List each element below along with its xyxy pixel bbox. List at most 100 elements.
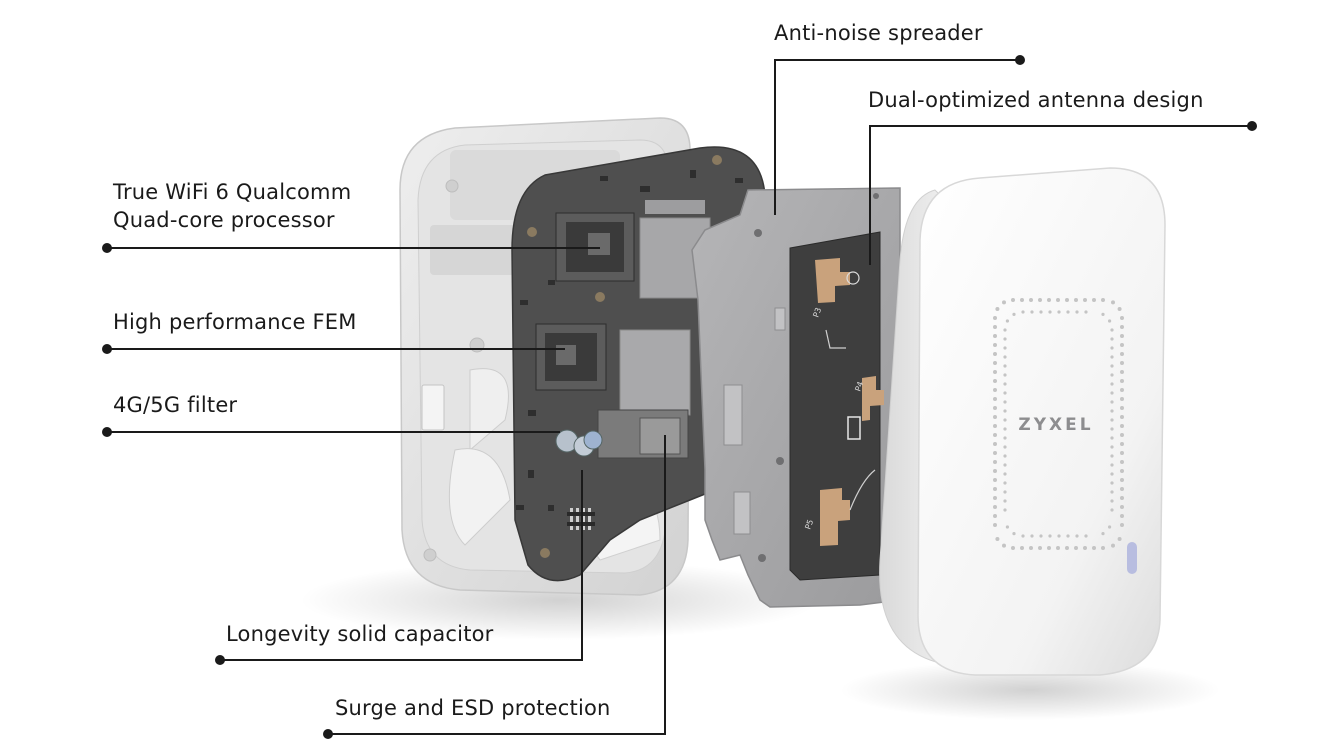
status-led <box>1127 542 1137 574</box>
led-dot <box>993 460 997 464</box>
led-dot <box>1038 298 1042 302</box>
led-dot <box>1110 481 1114 485</box>
led-dot <box>1110 490 1114 494</box>
led-dot <box>1110 328 1114 332</box>
leader-dot <box>1015 55 1025 65</box>
led-dot <box>1003 400 1007 404</box>
led-dot <box>1047 298 1051 302</box>
led-dot <box>1074 298 1078 302</box>
leader-line-capacitor <box>220 470 583 661</box>
callout-capacitor: Longevity solid capacitor <box>226 622 494 646</box>
led-dot <box>993 514 997 518</box>
led-dot <box>1120 496 1124 500</box>
led-dot <box>1003 490 1007 494</box>
led-dot <box>993 379 997 383</box>
capacitor <box>583 430 603 450</box>
led-dot <box>1074 546 1078 550</box>
led-dot <box>993 505 997 509</box>
led-dot <box>1120 406 1124 410</box>
led-dot <box>1003 427 1007 431</box>
led-dot <box>1110 355 1114 359</box>
brand-logo: ZYXEL <box>1018 415 1093 435</box>
led-dot <box>1120 451 1124 455</box>
led-dot <box>1003 337 1007 341</box>
led-dot <box>1075 534 1079 538</box>
led-dot <box>1092 298 1096 302</box>
leader-dot <box>102 243 112 253</box>
led-dot <box>1020 298 1024 302</box>
led-dot <box>1005 525 1010 529</box>
led-dot <box>1048 310 1052 314</box>
led-dot <box>1110 391 1114 395</box>
led-dot <box>1120 343 1124 347</box>
antenna-label: P4 <box>853 380 865 392</box>
led-dot <box>1111 543 1115 548</box>
led-dot <box>1120 469 1124 473</box>
led-dot <box>993 316 997 320</box>
led-dot <box>1047 546 1051 550</box>
led-dot <box>1120 478 1124 482</box>
led-dot <box>1110 382 1114 386</box>
led-dot <box>993 406 997 410</box>
led-dot <box>993 388 997 392</box>
led-dot <box>1002 300 1006 305</box>
led-dot <box>993 424 997 428</box>
led-dot <box>1038 546 1042 550</box>
led-dot <box>1057 310 1061 314</box>
led-dot <box>1021 310 1025 314</box>
led-dot <box>1029 546 1033 550</box>
led-dot <box>993 442 997 446</box>
led-dot <box>1003 445 1007 449</box>
led-dot <box>993 397 997 401</box>
led-dot <box>1101 546 1105 550</box>
led-dot <box>1120 433 1124 437</box>
led-dot <box>1110 373 1114 377</box>
led-dot <box>1084 534 1088 538</box>
led-dot <box>1120 388 1124 392</box>
callout-processor-line2: Quad-core processor <box>113 208 335 232</box>
led-dot <box>1021 534 1025 538</box>
led-dot <box>1003 436 1007 440</box>
led-dot <box>1101 312 1105 317</box>
led-dot <box>993 478 997 482</box>
led-dot <box>993 496 997 500</box>
led-dot <box>1120 325 1124 329</box>
antenna-label: P5 <box>803 518 815 530</box>
led-dot <box>1012 312 1016 317</box>
led-dot <box>1003 463 1007 467</box>
led-dot <box>1065 546 1069 550</box>
led-dot <box>1003 373 1007 377</box>
antenna-element <box>815 258 884 546</box>
led-dot <box>1011 298 1015 302</box>
led-dot <box>1120 352 1124 356</box>
leader-dot <box>215 655 225 665</box>
led-dot <box>1066 310 1070 314</box>
leader-line-surge <box>328 435 666 735</box>
leader-line-spreader <box>774 59 1020 215</box>
led-dot <box>993 469 997 473</box>
floor-shadow <box>840 660 1220 720</box>
led-dot <box>1120 460 1124 464</box>
led-dot <box>995 307 1000 311</box>
led-dot <box>1003 481 1007 485</box>
led-dot <box>1110 400 1114 404</box>
led-dot <box>1030 534 1034 538</box>
led-dot <box>1120 487 1124 491</box>
led-dot <box>993 433 997 437</box>
led-dot <box>1002 543 1006 548</box>
led-dot <box>1066 534 1070 538</box>
led-dot <box>993 523 997 527</box>
leader-lines <box>107 59 1252 735</box>
led-dot <box>1003 391 1007 395</box>
led-dot <box>1101 531 1105 536</box>
led-dot <box>1120 505 1124 509</box>
led-dot <box>1003 364 1007 368</box>
led-dot <box>1003 508 1007 512</box>
led-dot <box>993 343 997 347</box>
led-dot <box>1003 472 1007 476</box>
led-dot <box>1107 525 1112 529</box>
led-dot <box>1120 442 1124 446</box>
leader-dots <box>102 55 1257 739</box>
led-dot <box>1003 355 1007 359</box>
